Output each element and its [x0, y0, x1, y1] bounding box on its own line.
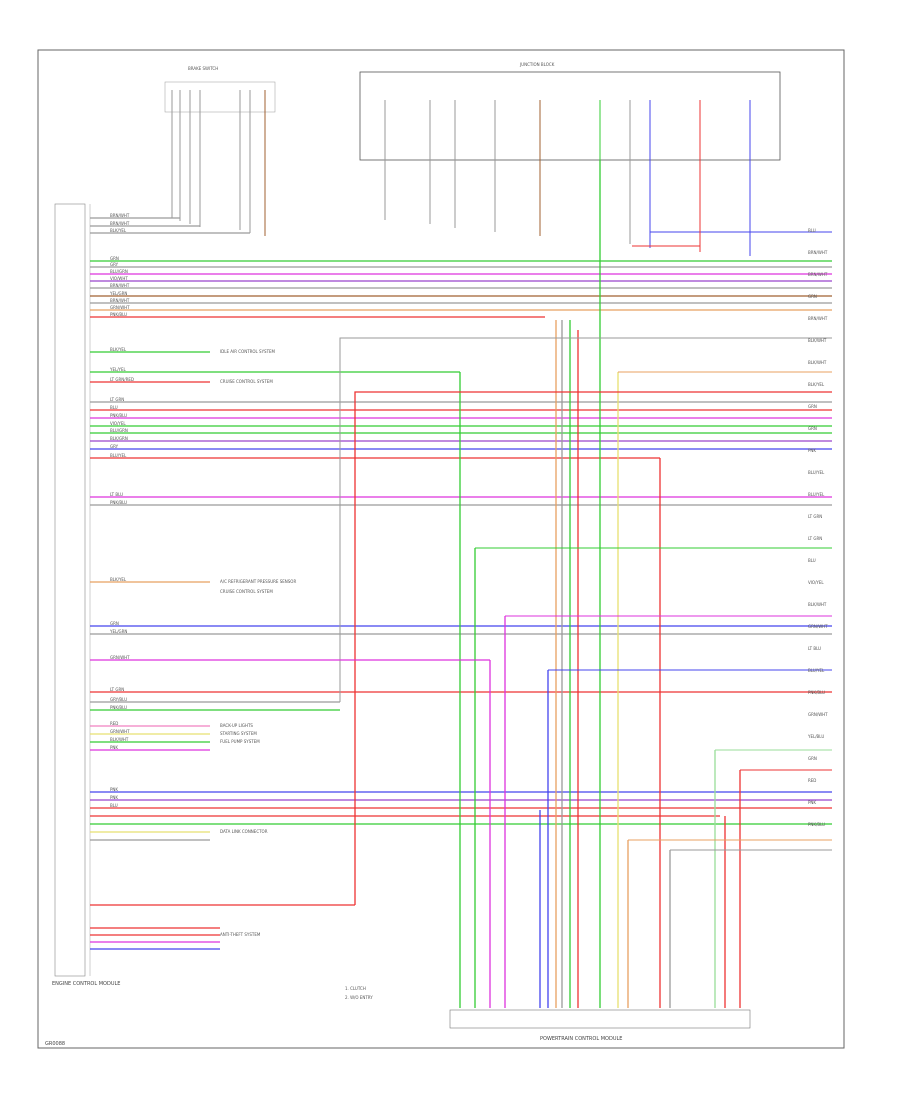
right-label-1: BRN/WHT	[808, 250, 828, 255]
left-label-2: BLK/YEL	[110, 228, 127, 233]
note-4: BACK-UP LIGHTS	[220, 723, 253, 728]
left-label-0: BRN/WHT	[110, 213, 130, 218]
right-label-6: BLK/WHT	[808, 360, 827, 365]
left-label-25: BLK/YEL	[110, 577, 127, 582]
right-label-25: RED	[808, 778, 816, 783]
left-label-38: BLU	[110, 803, 118, 808]
red-top-wire	[632, 220, 701, 247]
left-label-5: BLU/GRN	[110, 269, 128, 274]
left-label-8: YEL/GRN	[109, 291, 127, 296]
note-7: DATA LINK CONNECTOR	[220, 829, 268, 834]
left-label-24: PNK/BLU	[110, 500, 127, 505]
right-label-2: BRN/WHT	[808, 272, 828, 277]
left-label-18: VIO/YEL	[110, 421, 126, 426]
right-label-10: PNK	[808, 448, 816, 453]
right-label-24: GRN	[808, 756, 817, 761]
left-label-12: BLK/YEL	[110, 347, 127, 352]
right-label-0: BLU	[808, 228, 816, 233]
left-label-23: LT BLU	[110, 492, 123, 497]
left-label-37: PNK	[110, 795, 118, 800]
right-label-5: BLK/WHT	[808, 338, 827, 343]
right-label-13: LT GRN	[808, 514, 822, 519]
left-label-20: BLK/GRN	[110, 436, 128, 441]
right-label-12: BLU/YEL	[808, 492, 825, 497]
right-label-17: BLK/WHT	[808, 602, 827, 607]
note-0: IDLE AIR CONTROL SYSTEM	[220, 349, 276, 354]
left-label-30: GRY/BLU	[110, 697, 127, 702]
footer-code: GR0088	[45, 1041, 65, 1047]
left-label-4: GRY	[110, 262, 119, 267]
note-6: FUEL PUMP SYSTEM	[220, 739, 260, 744]
left-label-10: GRN/WHT	[110, 305, 130, 310]
left-label-33: GRN/WHT	[110, 729, 130, 734]
right-label-16: VIO/YEL	[808, 580, 824, 585]
right-label-3: GRN	[808, 294, 817, 299]
right-label-14: LT GRN	[808, 536, 822, 541]
junction-block	[359, 71, 781, 161]
right-label-15: BLU	[808, 558, 816, 563]
right-label-4: BRN/WHT	[808, 316, 828, 321]
right-label-20: BLU/YEL	[808, 668, 825, 673]
right-label-11: BLU/YEL	[808, 470, 825, 475]
left-label-26: GRN	[110, 621, 119, 626]
label-layer: BRN/WHTBRN/WHTBLK/YELGRNGRYBLU/GRNVIO/WH…	[109, 213, 828, 937]
left-label-13: YEL/YEL	[109, 367, 127, 372]
left-label-9: BRN/WHT	[110, 298, 130, 303]
left-label-22: BLU/YEL	[110, 453, 127, 458]
blue-top-wire	[649, 220, 832, 233]
note-2: A/C REFRIGERANT PRESSURE SENSOR	[220, 579, 296, 584]
black-return-wire	[339, 337, 832, 702]
right-label-18: GRN/WHT	[808, 624, 828, 629]
note-8: ANTI-THEFT SYSTEM	[220, 932, 261, 937]
right-label-8: GRN	[808, 404, 817, 409]
diagram-frame	[37, 49, 845, 1049]
right-label-23: YEL/BLU	[807, 734, 824, 739]
left-label-35: PNK	[110, 745, 118, 750]
right-label-7: BLK/YEL	[808, 382, 825, 387]
left-label-28: GRN/WHT	[110, 655, 130, 660]
left-label-14: LT GRN/RED	[110, 377, 134, 382]
ecm-label: ENGINE CONTROL MODULE	[52, 981, 120, 987]
left-label-34: BLK/WHT	[110, 737, 129, 742]
left-label-17: PNK/BLU	[110, 413, 127, 418]
left-label-19: BLU/GRN	[110, 428, 128, 433]
pcm-connector	[449, 1009, 751, 1029]
left-label-7: BRN/WHT	[110, 283, 130, 288]
right-label-21: PNK/BLU	[808, 690, 825, 695]
junction-block-label: JUNCTION BLOCK	[519, 62, 555, 67]
red-return-wire	[354, 391, 832, 905]
right-label-9: GRN	[808, 426, 817, 431]
note-5: STARTING SYSTEM	[220, 731, 257, 736]
left-label-36: PNK	[110, 787, 118, 792]
brake-switch-label: BRAKE SWITCH	[188, 66, 218, 71]
left-label-6: VIO/WHT	[110, 276, 128, 281]
left-label-32: RED	[110, 721, 118, 726]
brake-switch-box	[164, 81, 276, 113]
left-label-31: PNK/BLU	[110, 705, 127, 710]
note-1: CRUISE CONTROL SYSTEM	[220, 379, 273, 384]
left-label-27: YEL/GRN	[109, 629, 127, 634]
ecm-connector	[54, 203, 86, 977]
left-label-3: GRN	[110, 256, 119, 261]
legend-item-1: 1. CLUTCH	[345, 986, 366, 991]
wire-layer	[90, 90, 832, 1008]
right-label-19: LT BLU	[808, 646, 821, 651]
right-label-26: PNK	[808, 800, 816, 805]
legend-item-2: 2. W/O ENTRY	[345, 995, 373, 1000]
right-label-22: GRN/WHT	[808, 712, 828, 717]
left-label-21: GRY	[110, 444, 119, 449]
left-label-1: BRN/WHT	[110, 221, 130, 226]
left-label-15: LT GRN	[110, 397, 124, 402]
note-3: CRUISE CONTROL SYSTEM	[220, 589, 273, 594]
right-label-27: PNK/BLU	[808, 822, 825, 827]
left-label-16: BLU	[110, 405, 118, 410]
left-label-29: LT GRN	[110, 687, 124, 692]
left-label-11: PNK/BLU	[110, 312, 127, 317]
pcm-label: POWERTRAIN CONTROL MODULE	[540, 1036, 622, 1042]
